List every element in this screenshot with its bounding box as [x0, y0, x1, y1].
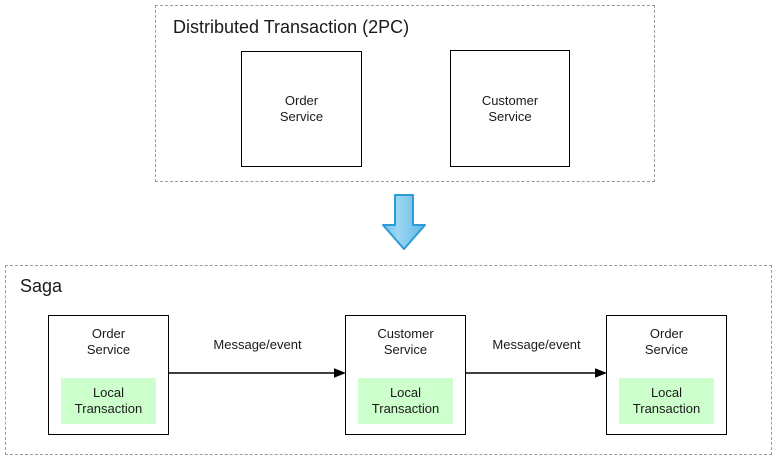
group-distributed-transaction: [155, 5, 655, 182]
service-label: Order Service: [279, 93, 324, 124]
local-transaction-label: Local Transaction: [74, 385, 143, 416]
message-arrow-label-1: Message/event: [213, 337, 302, 352]
message-arrow-label-2: Message/event: [492, 337, 581, 352]
service-box-order-service-2pc[interactable]: Order Service: [241, 51, 362, 167]
service-box-order-service-saga-1[interactable]: Order Service Local Transaction: [48, 315, 169, 435]
service-box-order-service-saga-2[interactable]: Order Service Local Transaction: [606, 315, 727, 435]
message-arrow-icon-2: [466, 368, 607, 378]
service-box-customer-service-2pc[interactable]: Customer Service: [450, 50, 570, 167]
service-label: Order Service: [86, 326, 131, 357]
message-arrow-icon-1: [169, 368, 346, 378]
local-transaction-badge: Local Transaction: [61, 378, 156, 424]
group-title-distributed-transaction: Distributed Transaction (2PC): [173, 17, 410, 37]
down-arrow-icon: [382, 194, 426, 250]
local-transaction-label: Local Transaction: [632, 385, 701, 416]
local-transaction-badge: Local Transaction: [619, 378, 714, 424]
service-label: Customer Service: [377, 326, 434, 357]
group-title-saga: Saga: [20, 276, 63, 296]
local-transaction-label: Local Transaction: [371, 385, 440, 416]
group-saga: [5, 265, 772, 455]
local-transaction-badge: Local Transaction: [358, 378, 453, 424]
service-box-customer-service-saga[interactable]: Customer Service Local Transaction: [345, 315, 466, 435]
service-label: Order Service: [644, 326, 689, 357]
service-label: Customer Service: [481, 92, 539, 124]
